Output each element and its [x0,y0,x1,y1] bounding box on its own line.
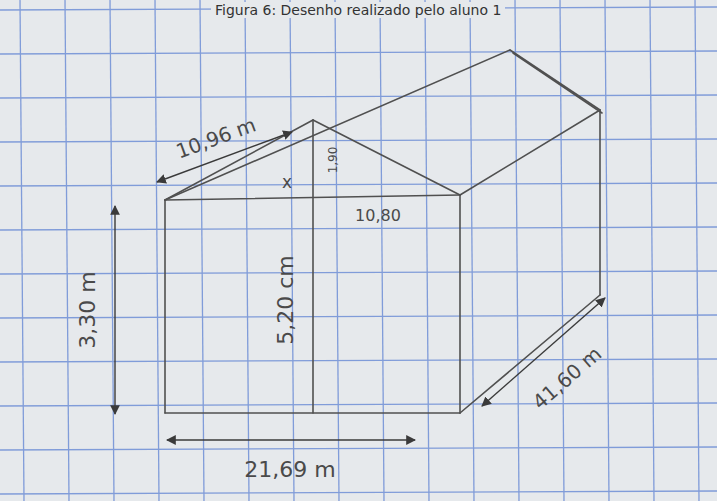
dimension-label: 10,80 [355,207,401,225]
dimension-label: x [282,173,292,192]
dimension-label: 5,20 cm [274,255,298,345]
figure-title: Figura 6: Desenho realizado pelo aluno 1 [211,2,505,18]
dimension-label: 21,69 m [244,458,335,482]
dimension-label: 3,30 m [76,271,100,348]
dimension-label: 1,90 [327,147,340,174]
